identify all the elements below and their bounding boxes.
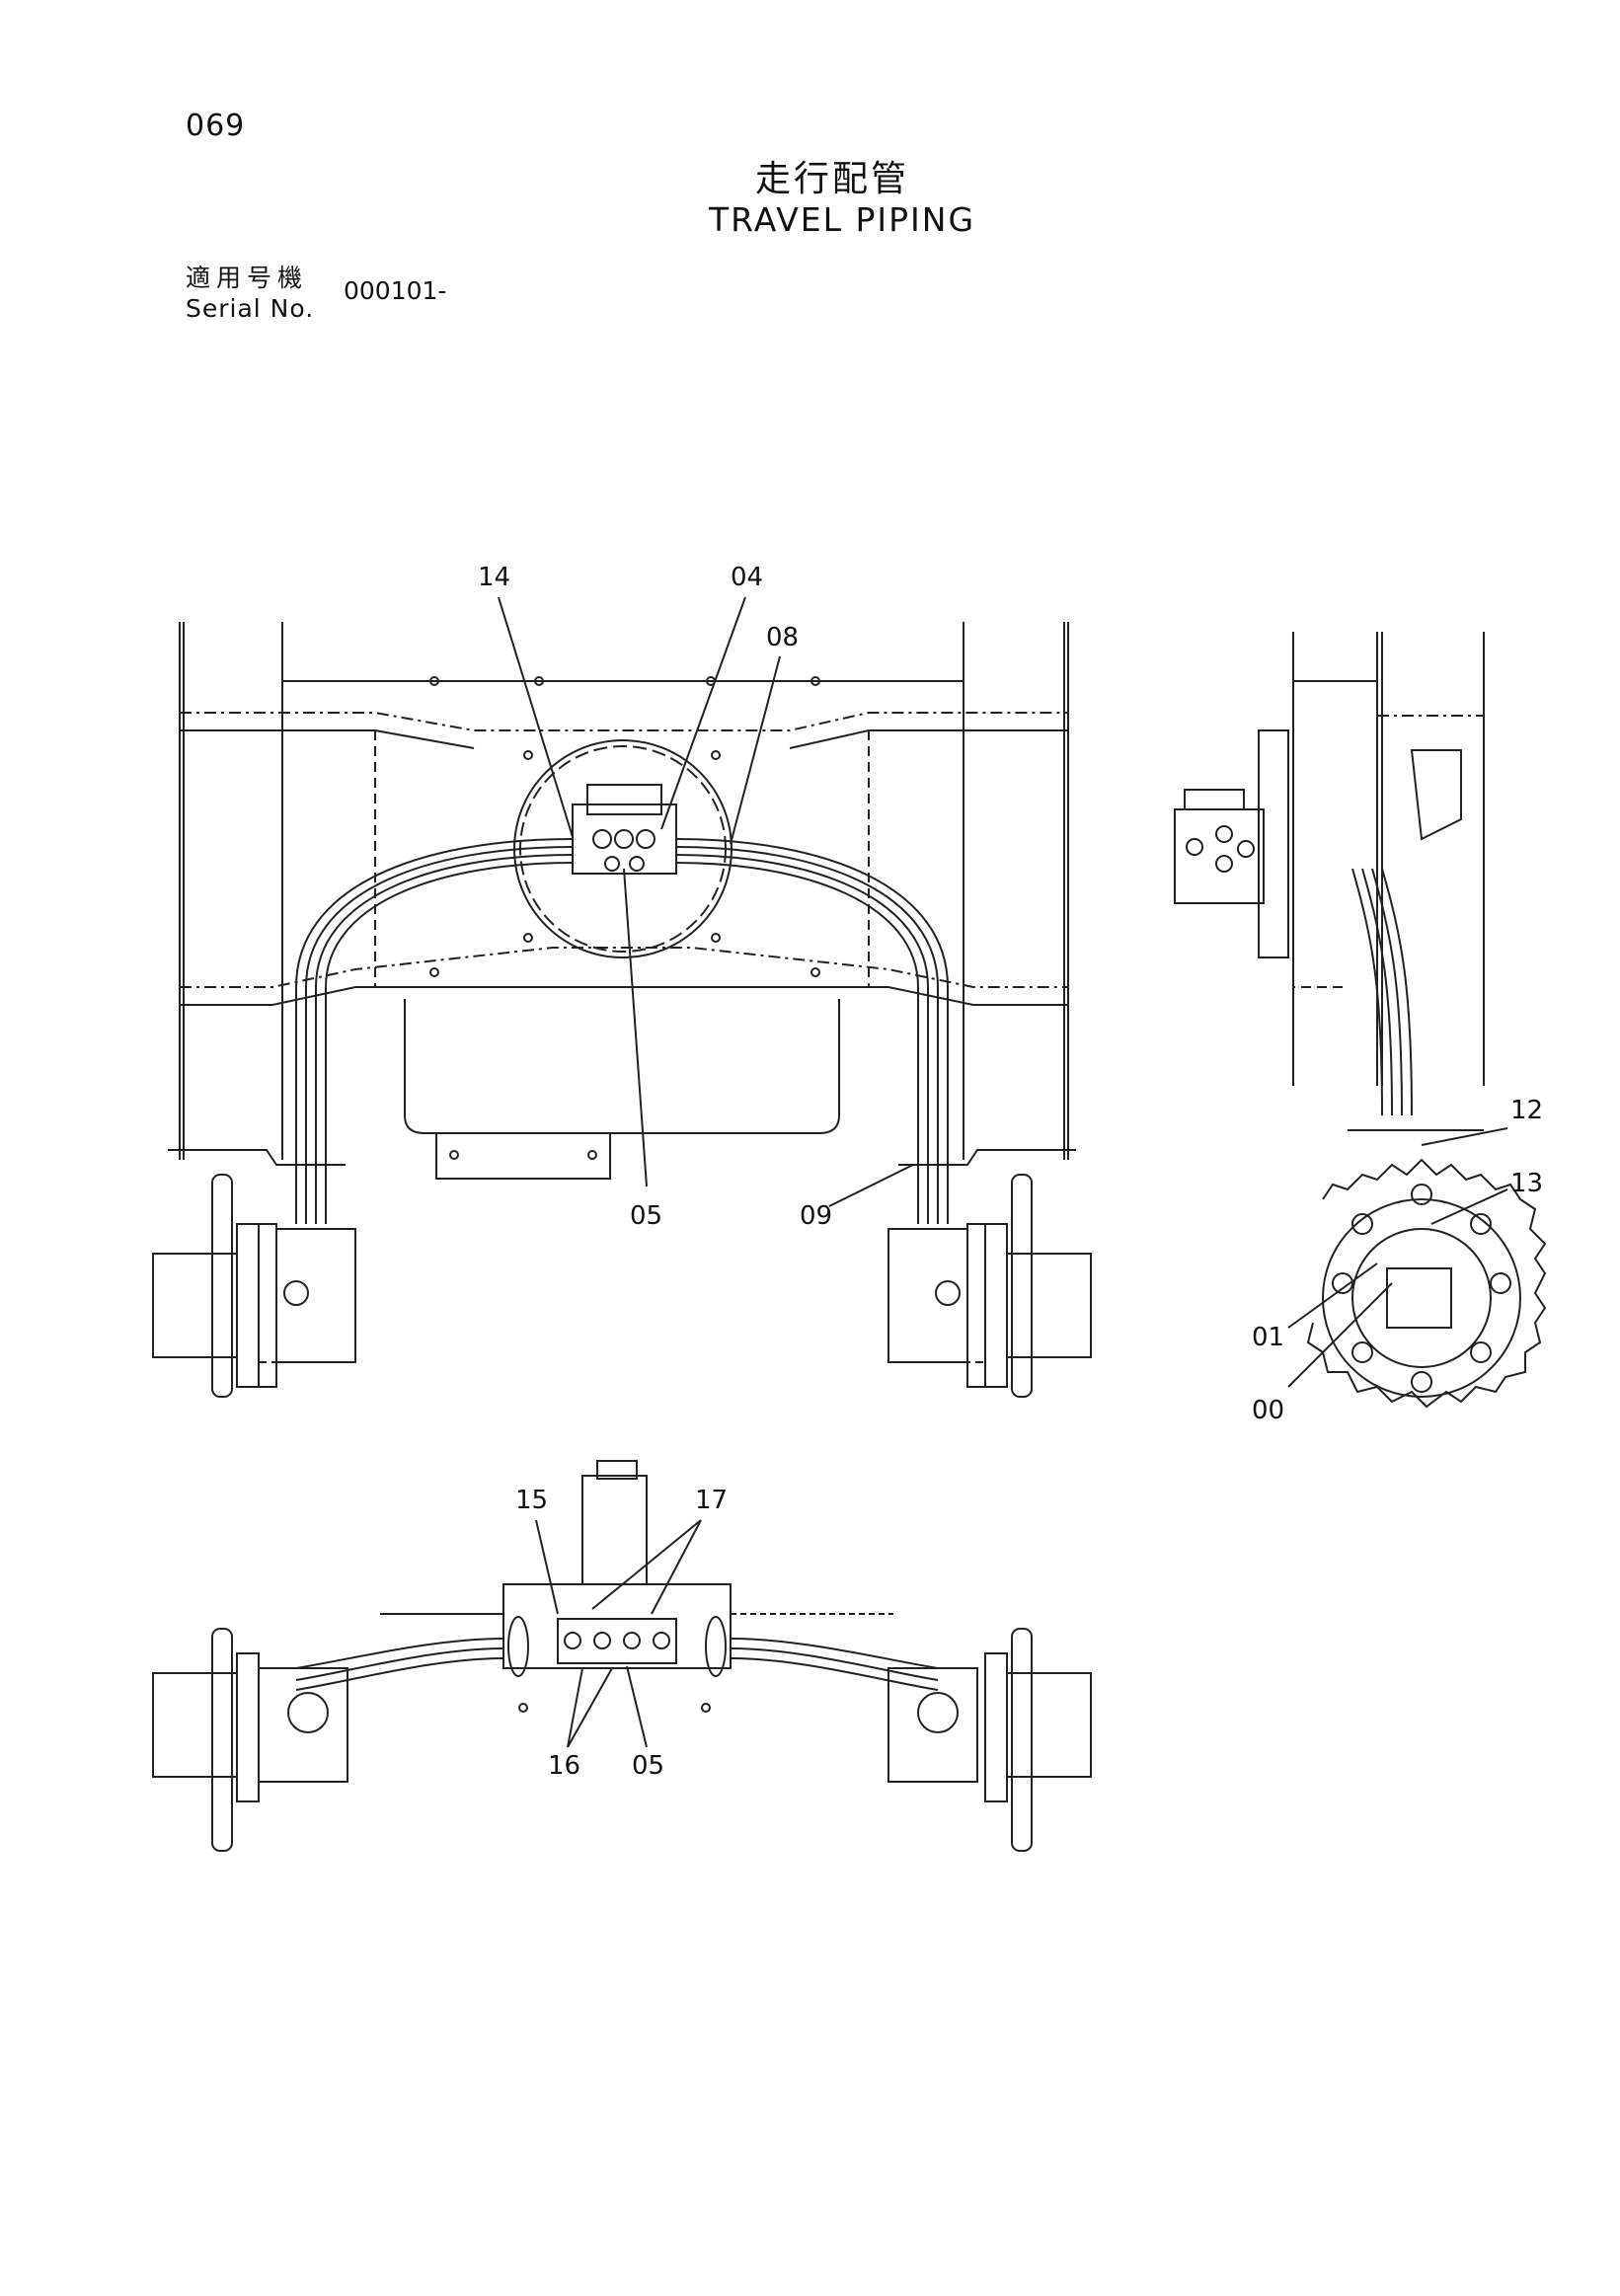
callout-14: 14 [478, 563, 510, 592]
callout-17: 17 [695, 1486, 728, 1515]
callout-01: 01 [1252, 1323, 1284, 1352]
callout-04: 04 [731, 563, 763, 592]
serial-number-value: 000101- [344, 276, 447, 305]
page-number: 069 [186, 109, 246, 143]
title-japanese: 走行配管 [755, 159, 910, 199]
callout-05-front: 05 [630, 1201, 662, 1231]
serial-label-english: Serial No. [186, 294, 315, 323]
title-english: TRAVEL PIPING [709, 200, 976, 239]
serial-label-japanese: 適用号機 [186, 264, 309, 292]
callout-15: 15 [515, 1486, 548, 1515]
callout-09: 09 [800, 1201, 832, 1231]
side-view [1174, 632, 1547, 1409]
callout-08: 08 [766, 623, 799, 652]
callout-16: 16 [548, 1751, 580, 1781]
callout-13: 13 [1510, 1169, 1543, 1198]
callout-12: 12 [1510, 1096, 1543, 1125]
callout-05-top: 05 [632, 1751, 664, 1781]
callout-00: 00 [1252, 1396, 1284, 1425]
top-view [152, 1460, 1092, 1852]
front-view [152, 596, 1092, 1398]
